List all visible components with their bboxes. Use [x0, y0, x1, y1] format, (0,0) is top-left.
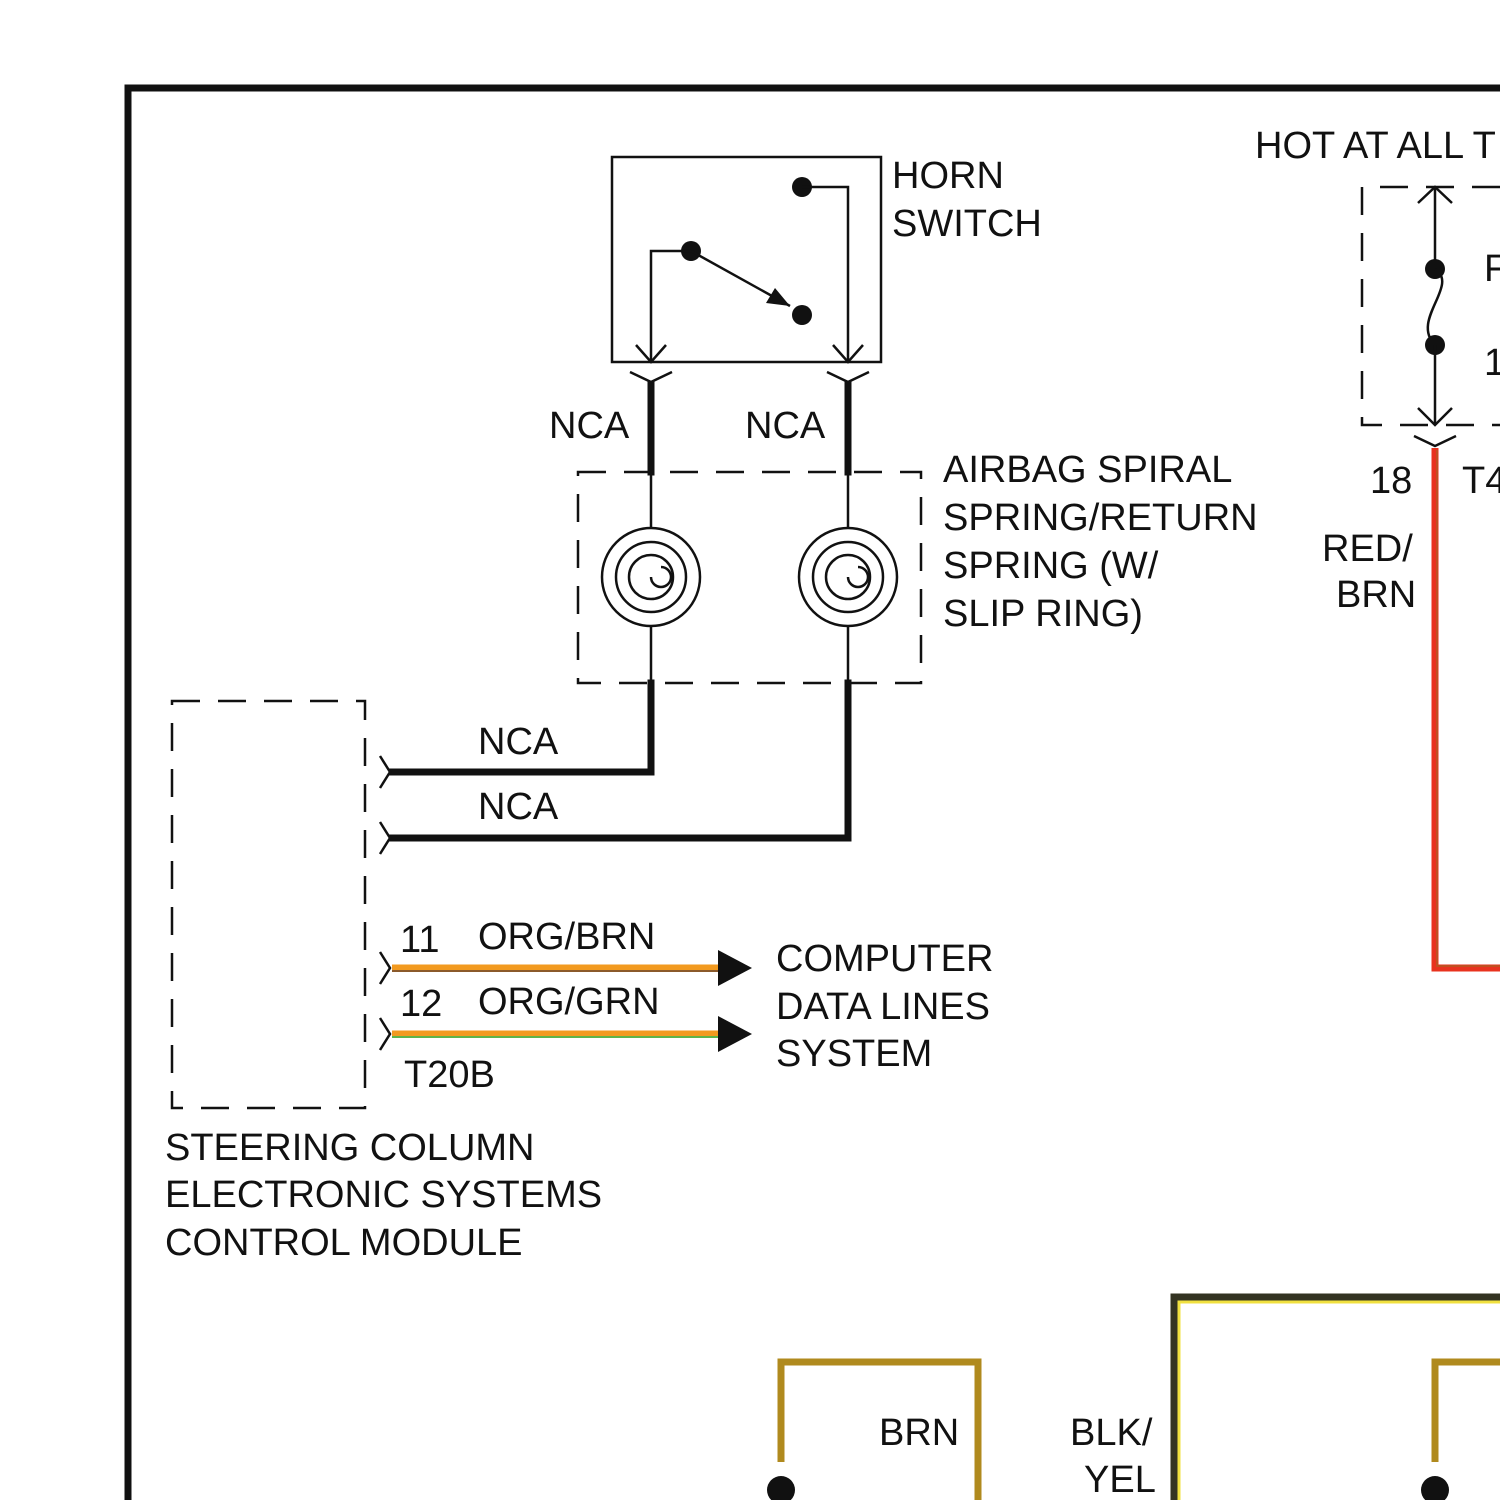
wire-label-nca-mid-lower: NCA [478, 786, 559, 828]
wire-label-nca-top-right: NCA [745, 405, 826, 447]
fuse-box-outline [1362, 187, 1500, 425]
wire-label-nca-top-left: NCA [549, 405, 630, 447]
fuse-number-partial: 1 [1484, 342, 1500, 384]
wire-color-org-brn: ORG/BRN [478, 916, 655, 958]
wire-label-blk-yel-1: BLK/ [1070, 1412, 1153, 1454]
airbag-label-1: AIRBAG SPIRAL [943, 449, 1232, 491]
data-lines-label-3: SYSTEM [776, 1033, 932, 1075]
pin-18: 18 [1370, 460, 1412, 502]
connector-t20b: T20B [404, 1054, 495, 1096]
horn-switch-label-1: HORN [892, 155, 1004, 197]
fuse-label-partial: F [1484, 248, 1500, 290]
wire-blk-yel [1174, 1297, 1500, 1500]
module-box [172, 701, 365, 1108]
fuse-element [1428, 269, 1442, 345]
hot-at-all-times-label: HOT AT ALL T [1255, 125, 1496, 167]
pin-12: 12 [400, 983, 442, 1025]
wire-label-blk-yel-2: YEL [1084, 1459, 1156, 1500]
steering-column-module [172, 701, 390, 1108]
data-lines-label-2: DATA LINES [776, 986, 990, 1028]
wire-nca-lower [392, 683, 848, 838]
wire-label-nca-mid-upper: NCA [478, 721, 559, 763]
airbag-label-2: SPRING/RETURN [943, 497, 1258, 539]
connector-t4-partial: T4 [1462, 460, 1500, 502]
horn-switch [612, 157, 881, 382]
wire-color-red-brn-2: BRN [1336, 574, 1416, 616]
wire-color-red-brn-1: RED/ [1322, 528, 1413, 570]
splice-brn [767, 1476, 795, 1500]
module-label-2: ELECTRONIC SYSTEMS [165, 1174, 602, 1216]
module-label-1: STEERING COLUMN [165, 1127, 534, 1169]
airbag-spiral-spring [578, 472, 921, 683]
pin-11: 11 [400, 919, 439, 961]
airbag-label-4: SLIP RING) [943, 593, 1143, 635]
splice-brn-right [1421, 1476, 1449, 1500]
wire-label-brn: BRN [879, 1412, 959, 1454]
data-lines-label-1: COMPUTER [776, 938, 993, 980]
airbag-label-3: SPRING (W/ [943, 545, 1159, 587]
wire-color-org-grn: ORG/GRN [478, 981, 660, 1023]
horn-switch-label-2: SWITCH [892, 203, 1042, 245]
fuse-box [1362, 187, 1500, 446]
wire-red-brn [1435, 448, 1500, 968]
module-label-3: CONTROL MODULE [165, 1222, 523, 1264]
wire-brn-right [1435, 1362, 1500, 1462]
diagram-frame [128, 88, 1500, 1500]
horn-contact-lower [792, 305, 812, 325]
